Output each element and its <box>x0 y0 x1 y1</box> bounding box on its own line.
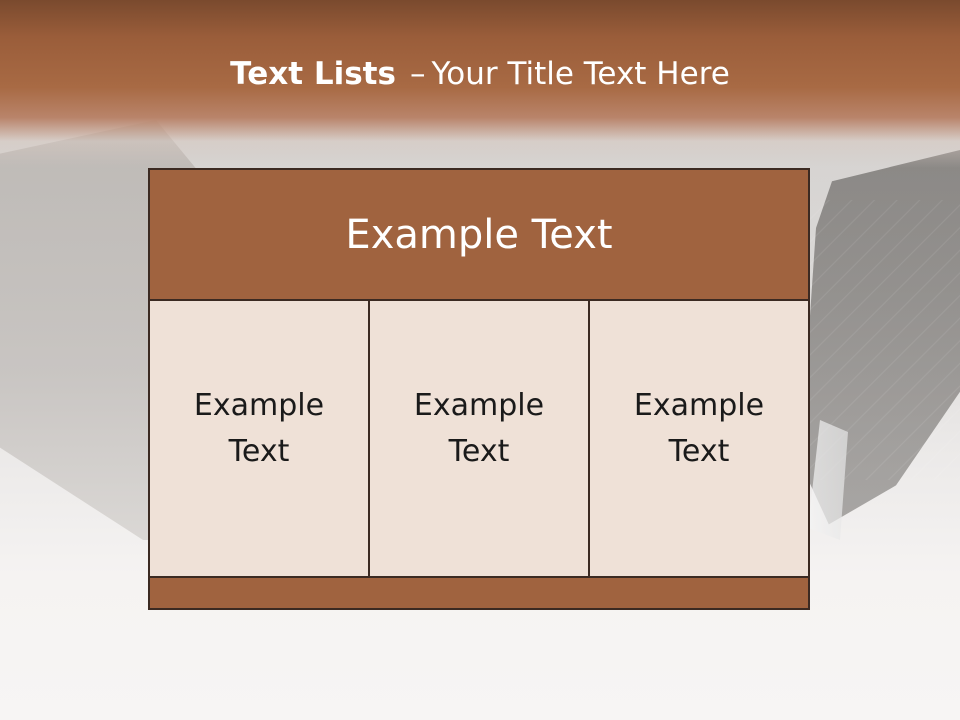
title-rest-text: Your Title Text Here <box>431 56 730 92</box>
table-cell-1-text: Example Text <box>193 387 325 469</box>
table-cell-1: Example Text <box>150 301 370 578</box>
table-header: Example Text <box>150 170 808 301</box>
title-bold-text: Text Lists <box>230 56 396 92</box>
table-cells-row: Example Text Example Text Example Text <box>150 301 808 578</box>
table-cell-2-text: Example Text <box>413 387 545 469</box>
slide-title: Text Lists–Your Title Text Here <box>0 50 960 98</box>
table-cell-2: Example Text <box>370 301 590 578</box>
title-band <box>0 0 960 168</box>
table-cell-3-text: Example Text <box>633 387 765 469</box>
table-header-text: Example Text <box>345 211 613 258</box>
text-list-table: Example Text Example Text Example Text E… <box>148 168 810 610</box>
title-dash: – <box>409 56 426 92</box>
table-footer-bar <box>150 578 808 608</box>
table-cell-3: Example Text <box>590 301 808 578</box>
